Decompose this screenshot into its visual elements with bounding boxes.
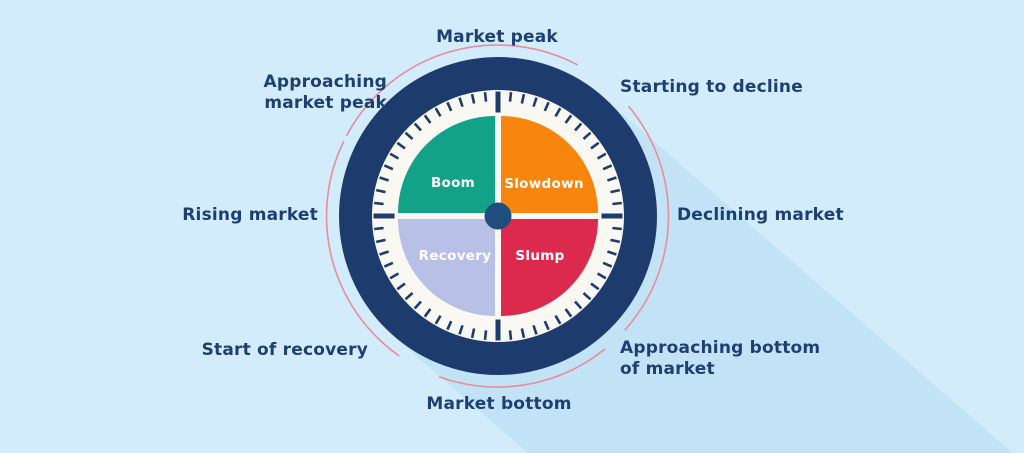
tick-mark bbox=[396, 141, 406, 150]
tick-mark bbox=[423, 308, 432, 318]
tick-mark bbox=[483, 92, 488, 102]
label-approaching-market-peak: Approaching market peak bbox=[263, 72, 387, 114]
tick-mark bbox=[602, 261, 613, 268]
tick-mark bbox=[413, 300, 422, 310]
tick-marks bbox=[373, 91, 623, 341]
quadrant-slump bbox=[501, 219, 598, 316]
accent-arc-top bbox=[345, 44, 579, 137]
tick-mark bbox=[520, 328, 526, 339]
tick-mark bbox=[532, 97, 538, 108]
tick-mark bbox=[458, 324, 464, 335]
tick-mark bbox=[379, 176, 390, 182]
quadrant-slowdown bbox=[501, 116, 598, 213]
tick-mark bbox=[508, 330, 513, 340]
tick-mark bbox=[596, 272, 607, 280]
tick-mark bbox=[590, 141, 600, 150]
tick-mark bbox=[374, 226, 384, 231]
accent-arc-left bbox=[325, 140, 400, 357]
tick-mark bbox=[602, 164, 613, 171]
tick-mark bbox=[383, 164, 394, 171]
quadrant-label-boom: Boom bbox=[430, 175, 476, 191]
tick-mark bbox=[612, 201, 622, 206]
label-rising-market: Rising market bbox=[182, 205, 318, 225]
label-starting-to-decline: Starting to decline bbox=[620, 77, 803, 97]
tick-mark bbox=[389, 272, 400, 280]
accent-arc-bottom bbox=[438, 348, 606, 388]
tick-mark bbox=[564, 308, 573, 318]
tick-mark bbox=[389, 152, 400, 160]
center-pivot-dot bbox=[484, 202, 512, 230]
label-market-peak: Market peak bbox=[436, 27, 558, 47]
tick-mark bbox=[470, 93, 476, 104]
tick-mark bbox=[582, 292, 592, 301]
tick-mark bbox=[375, 238, 386, 244]
quadrant-boom bbox=[398, 116, 495, 213]
quadrant-recovery bbox=[398, 219, 495, 316]
tick-mark bbox=[590, 282, 600, 291]
tick-mark bbox=[396, 282, 406, 291]
tick-mark bbox=[434, 107, 442, 118]
tick-mark bbox=[610, 238, 621, 244]
tick-mark bbox=[404, 292, 414, 301]
tick-mark bbox=[483, 330, 488, 340]
tick-mark bbox=[596, 152, 607, 160]
tick-mark bbox=[532, 324, 538, 335]
tick-mark bbox=[610, 188, 621, 194]
tick-mark bbox=[470, 328, 476, 339]
tick-mark bbox=[554, 107, 562, 118]
tick-mark bbox=[413, 122, 422, 132]
tick-mark bbox=[379, 250, 390, 256]
quadrant-label-recovery: Recovery bbox=[418, 248, 492, 264]
tick-mark bbox=[612, 226, 622, 231]
tick-mark bbox=[543, 101, 550, 112]
label-approaching-bottom-of-market: Approaching bottom of market bbox=[620, 338, 821, 380]
tick-mark bbox=[543, 320, 550, 331]
tick-mark bbox=[383, 261, 394, 268]
tick-mark bbox=[446, 101, 453, 112]
label-start-of-recovery: Start of recovery bbox=[201, 340, 368, 360]
tick-mark bbox=[375, 188, 386, 194]
tick-mark bbox=[458, 97, 464, 108]
tick-mark bbox=[374, 201, 384, 206]
tick-mark bbox=[582, 131, 592, 140]
tick-mark bbox=[606, 176, 617, 182]
tick-mark bbox=[404, 131, 414, 140]
quadrant-label-slowdown: Slowdown bbox=[504, 176, 584, 192]
tick-mark bbox=[434, 314, 442, 325]
tick-mark bbox=[564, 114, 573, 124]
accent-arc-ring bbox=[325, 44, 670, 388]
tick-mark bbox=[574, 122, 583, 132]
quadrant-label-slump: Slump bbox=[515, 248, 565, 264]
tick-mark bbox=[520, 93, 526, 104]
tick-mark bbox=[606, 250, 617, 256]
tick-mark bbox=[574, 300, 583, 310]
tick-mark bbox=[446, 320, 453, 331]
tick-mark bbox=[508, 92, 513, 102]
label-declining-market: Declining market bbox=[677, 205, 844, 225]
tick-mark bbox=[554, 314, 562, 325]
accent-arc-right bbox=[624, 105, 670, 331]
tick-mark bbox=[423, 114, 432, 124]
label-market-bottom: Market bottom bbox=[426, 394, 572, 414]
